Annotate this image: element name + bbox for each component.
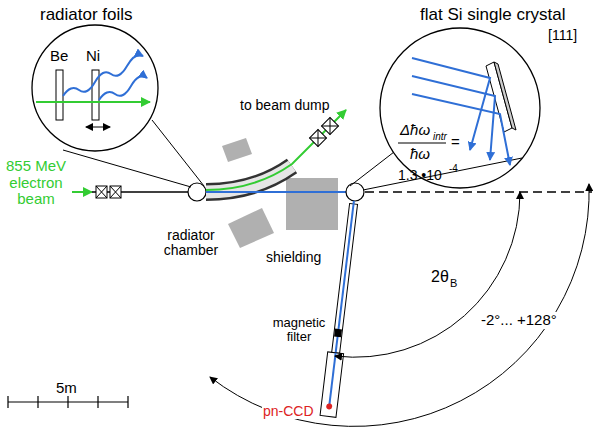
- inset-heading: radiator foils: [40, 6, 133, 25]
- angle-subscript: B: [449, 277, 458, 289]
- angle-range: -2°... +128°: [480, 312, 558, 329]
- formula-subscript: intr: [433, 131, 447, 142]
- beam-label: 855 MeV electron beam: [0, 158, 72, 208]
- part-label: magnetic filter: [268, 316, 330, 345]
- inset-circle: radiator foilsBe Ni: [30, 4, 166, 158]
- formula-part: Δħω: [400, 122, 430, 139]
- formula-part: =: [451, 134, 460, 151]
- inset-circle: flat Si single crystal [111] Δħωintrħω = 1.3…: [378, 4, 592, 192]
- formula-part: ħω: [410, 146, 430, 163]
- formula-superscript: -4: [449, 163, 458, 174]
- formula-part: 1.3 •10: [398, 168, 442, 183]
- inset-heading: flat Si single crystal: [420, 6, 566, 25]
- part-label: to beam dump: [240, 98, 330, 113]
- inset-outline: [30, 4, 166, 158]
- scale-label: 5m: [56, 380, 77, 397]
- crystal-orientation: [111]: [548, 28, 577, 43]
- foil-label: Ni: [86, 48, 100, 65]
- foil-label: Be: [50, 48, 68, 65]
- part-label: radiator chamber: [156, 228, 226, 259]
- angle-label: 2θ: [430, 268, 450, 286]
- part-label: shielding: [266, 250, 321, 265]
- detector-label: pn-CCD: [262, 404, 315, 419]
